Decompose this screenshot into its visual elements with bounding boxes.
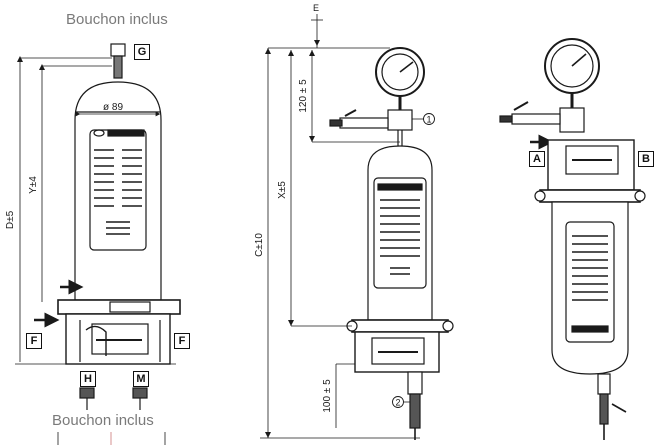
label-e: E [313, 3, 320, 13]
diameter-label: ø 89 [103, 102, 123, 113]
bouchon-label-bottom: Bouchon inclus [52, 412, 154, 429]
callout-2: 2 [395, 398, 400, 408]
label-b: B [638, 151, 654, 167]
label-m: M [133, 371, 149, 387]
right-view [499, 38, 646, 440]
label-f-right: F [174, 333, 190, 349]
label-f-left: F [26, 333, 42, 349]
left-label-lines [94, 149, 142, 235]
x-dimension-label: X±5 [277, 181, 288, 199]
middle-view [260, 14, 454, 440]
bottom-dimension-label: 100 ± 5 [322, 379, 333, 413]
left-view [15, 43, 181, 445]
callout-1: 1 [426, 115, 431, 125]
label-a: A [529, 151, 545, 167]
label-h: H [80, 371, 96, 387]
y-dimension-label: Y±4 [28, 176, 39, 194]
top-dimension-label: 120 ± 5 [298, 79, 309, 113]
d-dimension-label: D±5 [5, 210, 16, 229]
label-g: G [134, 44, 150, 60]
bouchon-label-top: Bouchon inclus [66, 11, 168, 28]
c-dimension-label: C±10 [254, 233, 265, 257]
